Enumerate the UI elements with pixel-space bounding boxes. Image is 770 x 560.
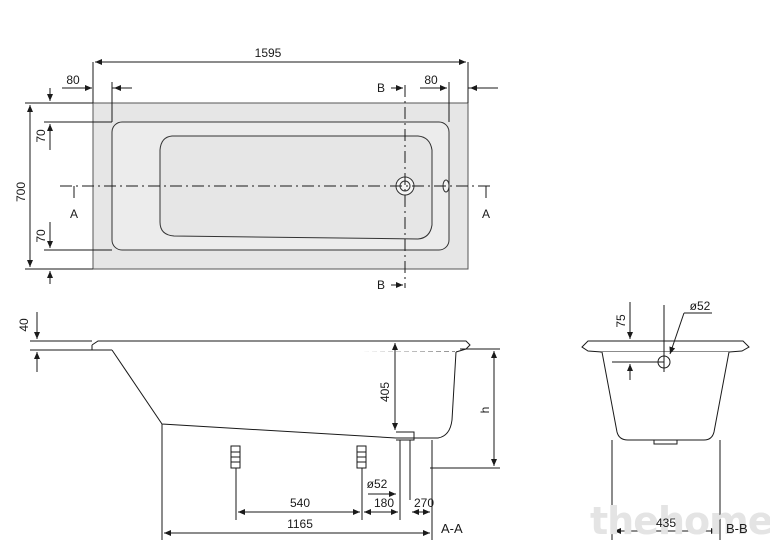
section-a-left-label: A: [70, 207, 78, 221]
dim-overflow-diameter: ø52: [690, 299, 711, 313]
watermark: thehome: [590, 499, 770, 543]
dim-waste-diameter: ø52: [367, 477, 388, 491]
side-view: [30, 312, 500, 540]
dim-bottom-width: 435: [656, 516, 676, 530]
dim-foot-spacing: 540: [290, 496, 310, 510]
dim-depth: 405: [378, 382, 392, 402]
section-a-right-label: A: [482, 207, 490, 221]
dim-outlet-offset: 180: [374, 496, 394, 510]
dim-overall-length: 1595: [255, 46, 282, 60]
end-view: [581, 302, 750, 540]
dim-overflow-height: 75: [614, 314, 628, 328]
dim-rim-bottom: 70: [34, 229, 48, 243]
tub-basin: [159, 135, 433, 240]
dim-end-offset: 270: [414, 496, 434, 510]
section-bb-label: B-B: [726, 521, 748, 536]
section-b-bottom-label: B: [377, 278, 385, 292]
section-aa-label: A-A: [441, 521, 463, 536]
dim-rim-right: 80: [424, 73, 438, 87]
dim-overall-width: 700: [14, 182, 28, 202]
tub-profile: [111, 349, 457, 439]
dim-rim-left: 80: [66, 73, 80, 87]
dim-rim-thickness: 40: [17, 318, 31, 332]
top-view: [25, 59, 498, 288]
dim-foot-distance: 1165: [287, 517, 313, 531]
dim-rim-top: 70: [34, 129, 48, 143]
dim-height: h: [478, 407, 492, 414]
section-b-top-label: B: [377, 81, 385, 95]
end-profile: [601, 351, 730, 441]
